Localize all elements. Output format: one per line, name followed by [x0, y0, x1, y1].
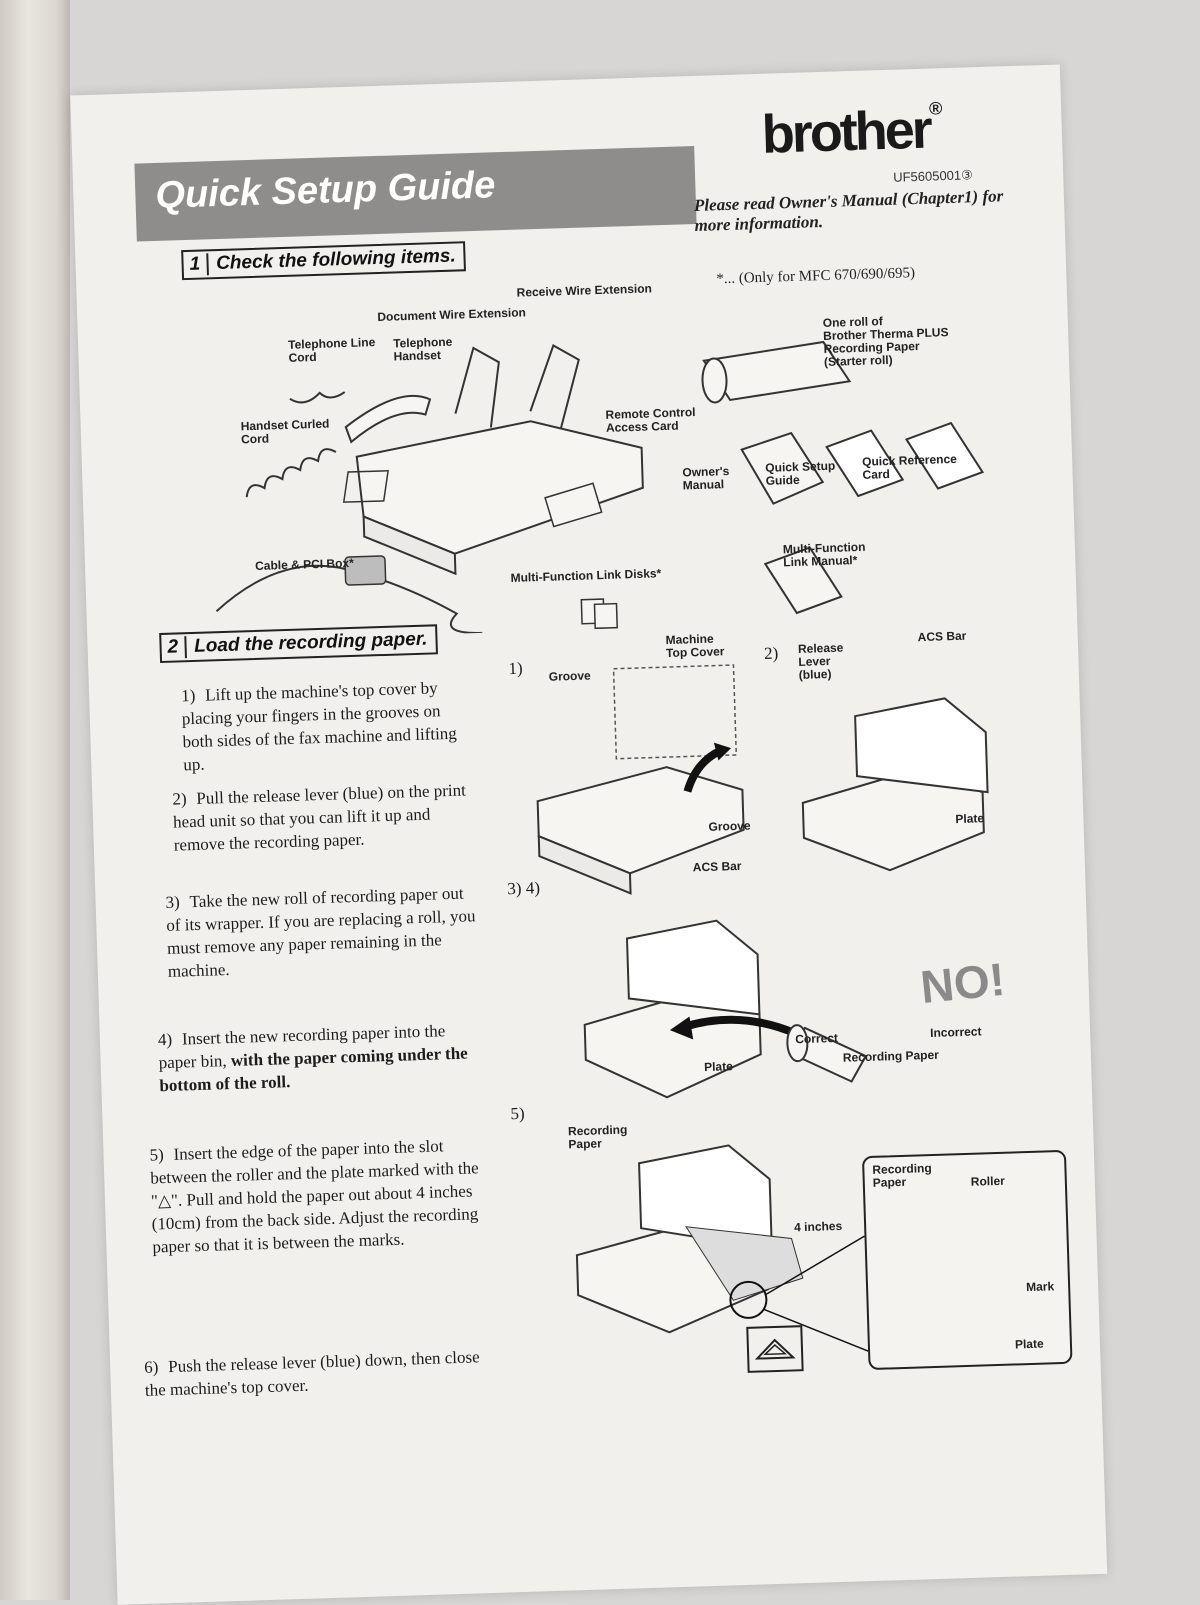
step-number: 1): [180, 685, 196, 706]
label-groove-bottom: Groove: [708, 818, 751, 834]
section2-heading: Load the recording paper.: [193, 628, 428, 657]
label-four-inches: 4 inches: [793, 1218, 843, 1235]
step-3: 3)Take the new roll of recording paper o…: [165, 881, 478, 983]
label-acs-bar-1: ACS Bar: [917, 628, 967, 645]
brand-logo: brother®: [761, 98, 944, 166]
section1-number: 1: [189, 253, 209, 276]
label-callout-recording-paper: Recording Paper: [872, 1161, 932, 1190]
label-paper-roll: One roll of Brother Therma PLUS Recordin…: [822, 314, 949, 370]
label-mark: Mark: [1025, 1279, 1055, 1295]
availability-note: *... (Only for MFC 670/690/695): [716, 265, 916, 288]
label-link-manual: Multi-Function Link Manual*: [782, 539, 866, 570]
label-acs-bar-2: ACS Bar: [692, 858, 742, 875]
step-1: 1)Lift up the machine's top cover by pla…: [181, 675, 474, 776]
label-quick-reference-card: Quick Reference Card: [861, 451, 958, 482]
label-telephone-line-cord: Telephone Line Cord: [287, 335, 376, 365]
step-number: 6): [143, 1357, 159, 1377]
label-plate-2: Plate: [703, 1059, 733, 1075]
step-text: Pull the release lever (blue) on the pri…: [172, 780, 467, 855]
label-roller: Roller: [970, 1173, 1006, 1189]
label-owners-manual: Owner's Manual: [682, 464, 730, 493]
label-machine-top-cover: Machine Top Cover: [665, 631, 725, 661]
label-plate-3: Plate: [1014, 1336, 1044, 1352]
registered-mark: ®: [928, 98, 943, 119]
triangle-mark-icon: [754, 1338, 796, 1360]
contents-illustration: [215, 340, 985, 634]
step-number: 3): [165, 892, 181, 912]
no-mark: NO!: [918, 952, 1008, 1014]
brand-name: brother: [760, 99, 931, 165]
section1-heading: Check the following items.: [215, 245, 457, 275]
step-text: Take the new roll of recording paper out…: [166, 883, 476, 981]
label-quick-setup-guide: Quick Setup Guide: [765, 458, 836, 488]
label-correct: Correct: [795, 1030, 839, 1047]
label-handset-curled-cord: Handset Curled Cord: [240, 416, 330, 447]
section2-title: 2 Load the recording paper.: [159, 624, 438, 664]
step-5: 5)Insert the edge of the paper into the …: [149, 1133, 486, 1258]
step-2: 2)Pull the release lever (blue) on the p…: [172, 778, 474, 856]
label-recording-paper-5: Recording Paper: [567, 1122, 628, 1152]
label-plate-1: Plate: [955, 811, 985, 827]
load-paper-illustration: [536, 664, 989, 1352]
label-incorrect: Incorrect: [929, 1024, 982, 1040]
label-release-lever: Release Lever (blue): [797, 640, 844, 682]
figure-number-5: 5): [510, 1103, 525, 1124]
setup-guide-page: Quick Setup Guide brother® UF5605001③ Pl…: [70, 64, 1108, 1605]
step-text: Lift up the machine's top cover by placi…: [181, 678, 458, 775]
step-number: 5): [149, 1145, 165, 1165]
label-groove-top: Groove: [548, 668, 591, 684]
book-edge: [0, 0, 70, 1600]
owner-manual-note: Please read Owner's Manual (Chapter1) fo…: [693, 186, 1004, 235]
triangle-mark-box: [746, 1325, 804, 1373]
label-remote-control-card: Remote Control Access Card: [605, 405, 696, 435]
step-text: Insert the edge of the paper into the sl…: [149, 1136, 479, 1257]
section1-title: 1 Check the following items.: [181, 241, 467, 281]
step-number: 4): [157, 1029, 173, 1050]
step-number: 2): [172, 789, 187, 809]
step-6: 6)Push the release lever (blue) down, th…: [144, 1345, 491, 1402]
section2-number: 2: [167, 636, 187, 659]
label-telephone-handset: Telephone Handset: [392, 334, 453, 364]
step-4: 4)Insert the new recording paper into th…: [158, 1018, 482, 1097]
document-code: UF5605001③: [892, 167, 974, 185]
step-text: Push the release lever (blue) down, then…: [144, 1347, 480, 1400]
